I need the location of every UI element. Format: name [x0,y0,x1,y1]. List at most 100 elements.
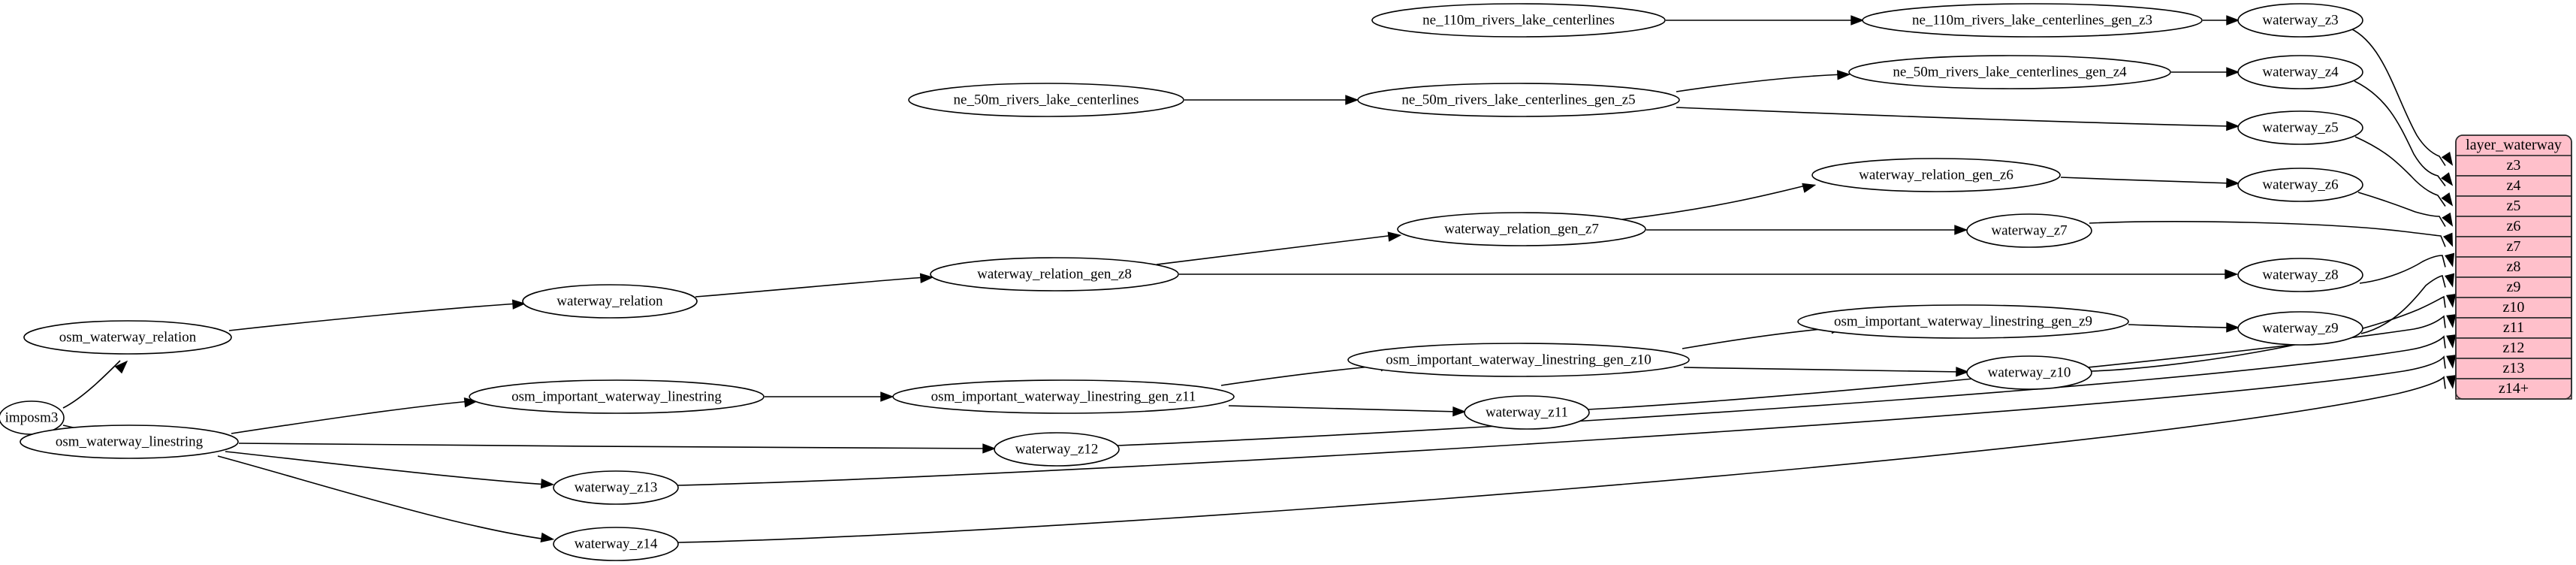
edge [2060,177,2240,189]
edge-line [1683,367,1962,373]
node-waterway_z12[interactable]: waterway_z12 [994,432,1120,467]
node-shape[interactable] [908,83,1184,117]
record-row-z7[interactable] [2455,236,2572,258]
node-shape[interactable] [23,320,232,355]
record-row-z5[interactable] [2455,195,2572,217]
node-waterway_z6[interactable]: waterway_z6 [2237,168,2363,202]
node-waterway_z14[interactable]: waterway_z14 [553,527,679,561]
edge-line [2359,255,2446,284]
edge [1184,95,1359,105]
node-shape[interactable] [522,284,698,319]
edge-line [2128,324,2233,328]
node-shape[interactable] [1357,83,1680,117]
edge-arrowhead [2226,177,2240,189]
edge-line [231,400,471,434]
node-shape[interactable] [553,470,679,505]
node-ne_50m_rivers_lake_centerlines[interactable]: ne_50m_rivers_lake_centerlines [908,83,1184,117]
edge [1117,334,2457,446]
node-shape[interactable] [1797,304,2129,339]
node-shape[interactable] [2237,168,2363,202]
node-shape[interactable] [2237,110,2363,145]
edge [2354,136,2454,207]
node-shape[interactable] [1811,158,2061,192]
node-shape[interactable] [2237,258,2363,292]
node-shape[interactable] [994,432,1120,467]
node-waterway_relation[interactable]: waterway_relation [522,284,698,319]
node-shape[interactable] [2237,311,2363,346]
node-shape[interactable] [2237,3,2363,38]
edge [1156,231,1402,265]
edge-arrowhead [2445,294,2457,308]
node-waterway_relation_gen_z6[interactable]: waterway_relation_gen_z6 [1811,158,2061,192]
edge-line [238,443,989,449]
record-node-layer-waterway[interactable]: layer_waterwayz3z4z5z6z7z8z9z10z11z12z13… [2455,134,2572,400]
node-waterway_z13[interactable]: waterway_z13 [553,470,679,505]
node-shape[interactable] [1464,395,1590,430]
record-row-z3[interactable] [2455,155,2572,177]
node-osm_important_waterway_linestring[interactable]: osm_important_waterway_linestring [469,379,765,414]
edge-line [217,455,547,540]
node-ne_110m_rivers_lake_centerlines[interactable]: ne_110m_rivers_lake_centerlines [1371,3,1666,38]
edge [231,397,478,434]
node-waterway_z4[interactable]: waterway_z4 [2237,55,2363,89]
edge-line [1117,335,2446,446]
node-waterway_z8[interactable]: waterway_z8 [2237,258,2363,292]
record-row-z12[interactable] [2455,337,2572,359]
record-row-z9[interactable] [2455,276,2572,298]
node-shape[interactable] [1862,3,2203,38]
edge-arrowhead [2442,212,2454,227]
node-waterway_relation_gen_z7[interactable]: waterway_relation_gen_z7 [1397,212,1646,246]
record-row-z11[interactable] [2455,317,2572,339]
record-row-z13[interactable] [2455,358,2572,379]
node-shape[interactable] [2237,55,2363,89]
edge-line [1228,405,1459,412]
edge-arrowhead [2445,252,2455,267]
edge-line [2060,177,2233,184]
node-waterway_z9[interactable]: waterway_z9 [2237,311,2363,346]
node-shape[interactable] [892,379,1235,414]
node-shape[interactable] [469,379,765,414]
node-waterway_z11[interactable]: waterway_z11 [1464,395,1590,430]
edge [228,299,526,331]
node-shape[interactable] [1397,212,1646,246]
edge-arrowhead [919,273,934,283]
edge-line [1621,184,1809,220]
node-shape[interactable] [1848,55,2171,89]
edge-arrowhead [2441,172,2454,186]
node-ne_50m_rivers_lake_centerlines_gen_z4[interactable]: ne_50m_rivers_lake_centerlines_gen_z4 [1848,55,2171,89]
edge-arrowhead [2445,273,2455,288]
node-waterway_z10[interactable]: waterway_z10 [1966,355,2092,390]
node-osm_important_waterway_linestring_gen_z9[interactable]: osm_important_waterway_linestring_gen_z9 [1797,304,2129,339]
edge-line [1676,107,2233,127]
edge-arrowhead [2226,322,2240,333]
node-shape[interactable] [1371,3,1666,38]
edge [1676,107,2240,131]
node-waterway_z3[interactable]: waterway_z3 [2237,3,2363,38]
edge [62,360,128,409]
node-osm_waterway_linestring[interactable]: osm_waterway_linestring [20,425,239,459]
node-ne_50m_rivers_lake_centerlines_gen_z5[interactable]: ne_50m_rivers_lake_centerlines_gen_z5 [1357,83,1680,117]
record-row-z8[interactable] [2455,256,2572,278]
node-shape[interactable] [1966,213,2092,248]
nodes-layer: imposm3osm_waterway_relationosm_waterway… [0,3,2363,561]
node-waterway_relation_gen_z8[interactable]: waterway_relation_gen_z8 [930,257,1179,292]
node-waterway_z7[interactable]: waterway_z7 [1966,213,2092,248]
record-row-z4[interactable] [2455,175,2572,197]
record-row-z10[interactable] [2455,297,2572,319]
node-waterway_z5[interactable]: waterway_z5 [2237,110,2363,145]
node-osm_important_waterway_linestring_gen_z10[interactable]: osm_important_waterway_linestring_gen_z1… [1347,343,1690,377]
edge-arrowhead [2225,269,2239,279]
node-shape[interactable] [553,527,679,561]
record-row-z6[interactable] [2455,216,2572,237]
node-shape[interactable] [20,425,239,459]
node-shape[interactable] [1966,355,2092,390]
edge-line [695,276,927,298]
edge-arrowhead [2226,15,2240,26]
node-ne_110m_rivers_lake_centerlines_gen_z3[interactable]: ne_110m_rivers_lake_centerlines_gen_z3 [1862,3,2203,38]
edge-arrowhead [1802,183,1817,193]
node-shape[interactable] [1347,343,1690,377]
node-osm_important_waterway_linestring_gen_z11[interactable]: osm_important_waterway_linestring_gen_z1… [892,379,1235,414]
record-row-z14plus[interactable] [2455,378,2572,400]
node-shape[interactable] [930,257,1179,292]
node-osm_waterway_relation[interactable]: osm_waterway_relation [23,320,232,355]
